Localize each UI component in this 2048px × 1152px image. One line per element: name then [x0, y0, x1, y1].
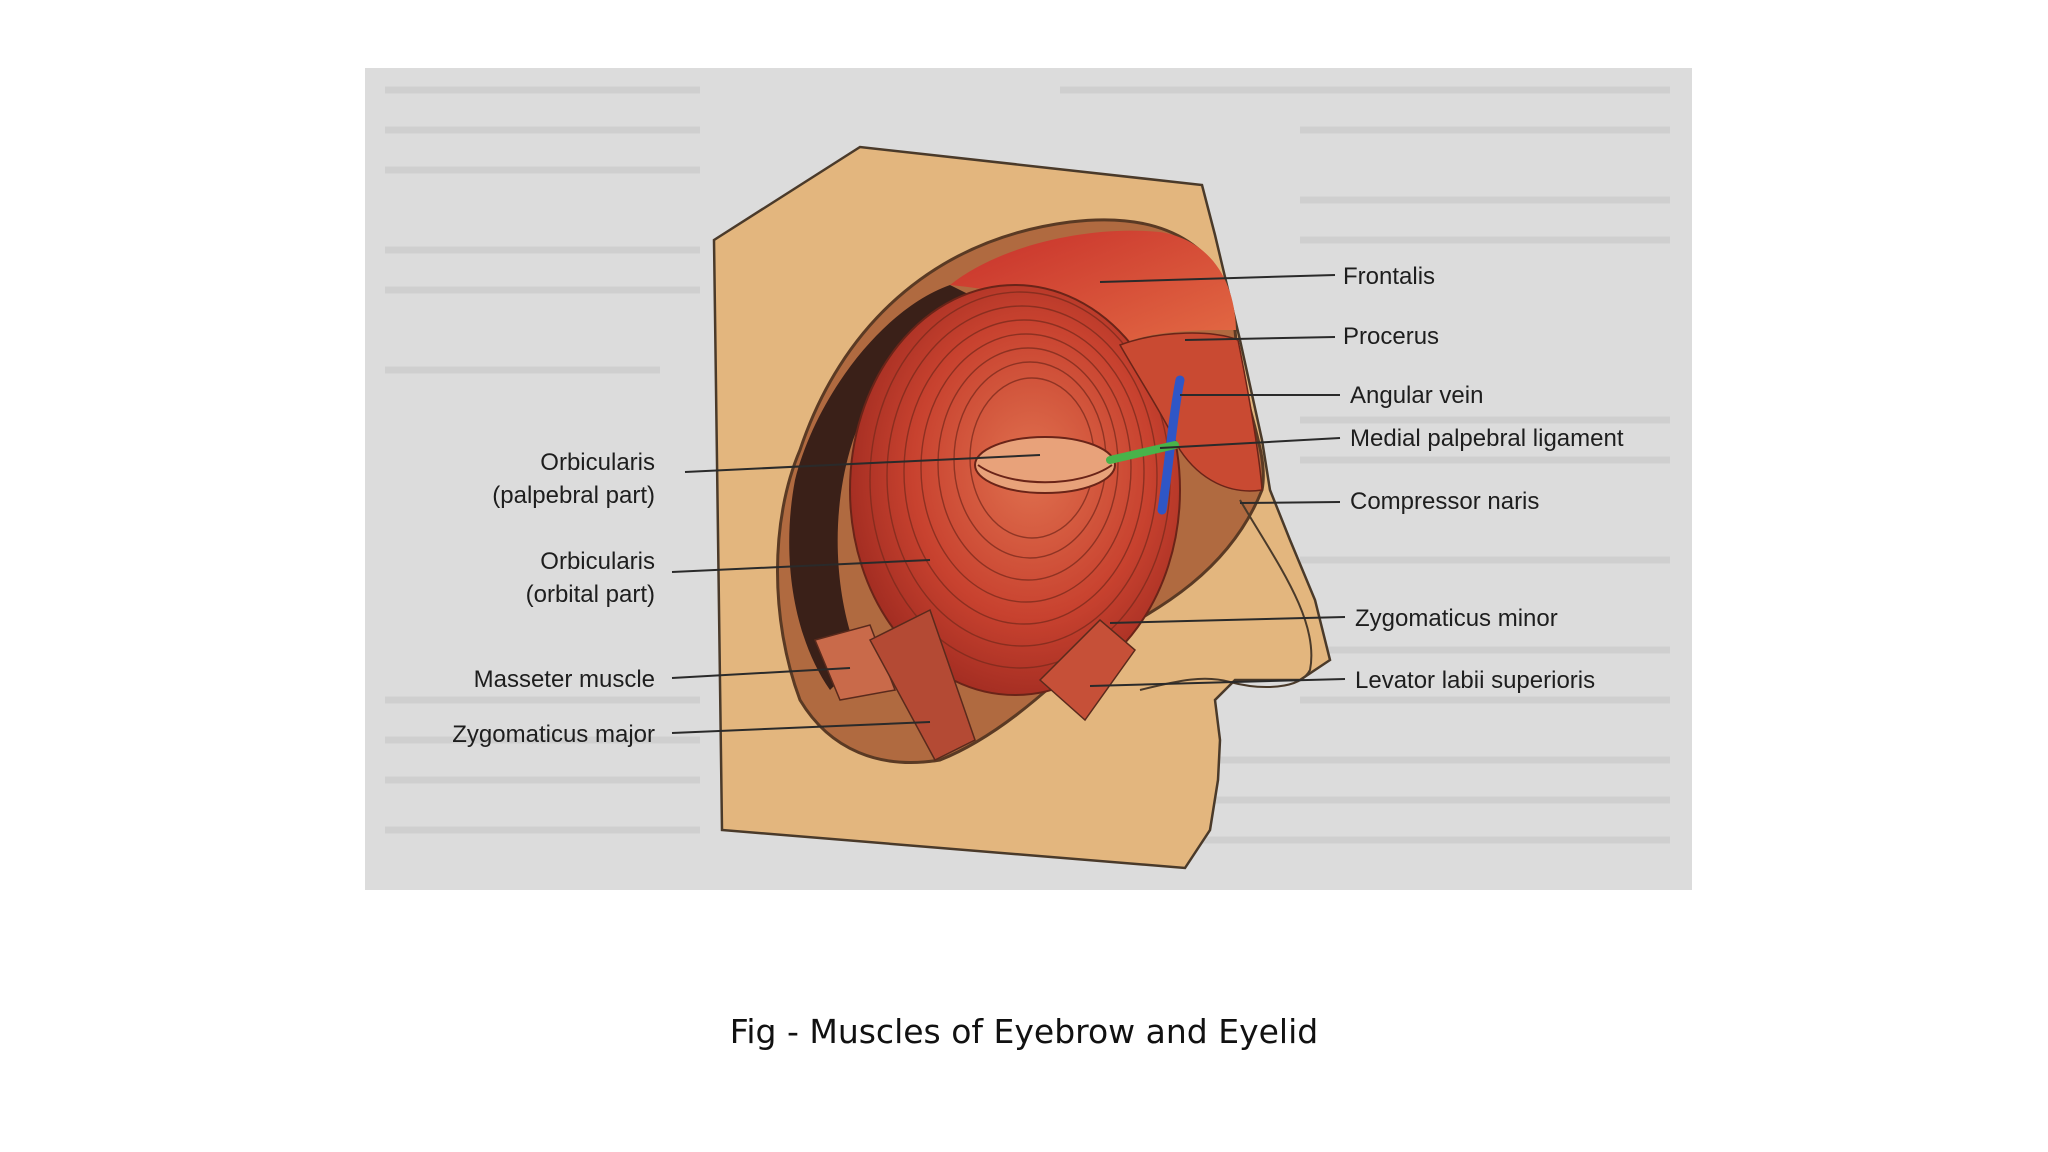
label-orbicularis-palpebral-2: (palpebral part) [492, 482, 655, 509]
label-frontalis: Frontalis [1343, 263, 1435, 290]
zygomaticus-major-shape [868, 608, 976, 761]
label-levator-labii-superioris: Levator labii superioris [1355, 667, 1595, 694]
frontalis-muscle [950, 230, 1236, 345]
zygomaticus-minor-shape [1038, 618, 1137, 722]
angular-vein [1157, 375, 1185, 515]
procerus-muscle [1118, 332, 1263, 492]
label-masseter-muscle: Masseter muscle [474, 666, 655, 693]
label-orbicularis-orbital-1: Orbicularis [540, 548, 655, 575]
figure-caption: Fig - Muscles of Eyebrow and Eyelid [729, 1012, 1319, 1051]
label-zygomaticus-minor: Zygomaticus minor [1355, 605, 1558, 632]
leader-lines [671, 274, 1346, 734]
label-angular-vein: Angular vein [1350, 382, 1483, 409]
eyelid [974, 436, 1116, 494]
label-orbicularis-palpebral-1: Orbicularis [540, 449, 655, 476]
label-orbicularis-orbital-2: (orbital part) [526, 581, 655, 608]
nose-profile [1139, 499, 1313, 691]
orbit-rim-dark [789, 285, 980, 690]
eyelid-crease [977, 464, 1113, 484]
label-compressor-naris: Compressor naris [1350, 488, 1539, 515]
orbicularis-fibres [869, 291, 1171, 669]
label-zygomaticus-major: Zygomaticus major [452, 721, 655, 748]
label-medial-palpebral-ligament: Medial palpebral ligament [1350, 425, 1624, 452]
label-procerus: Procerus [1343, 323, 1439, 350]
faint-page-text [385, 86, 1670, 844]
